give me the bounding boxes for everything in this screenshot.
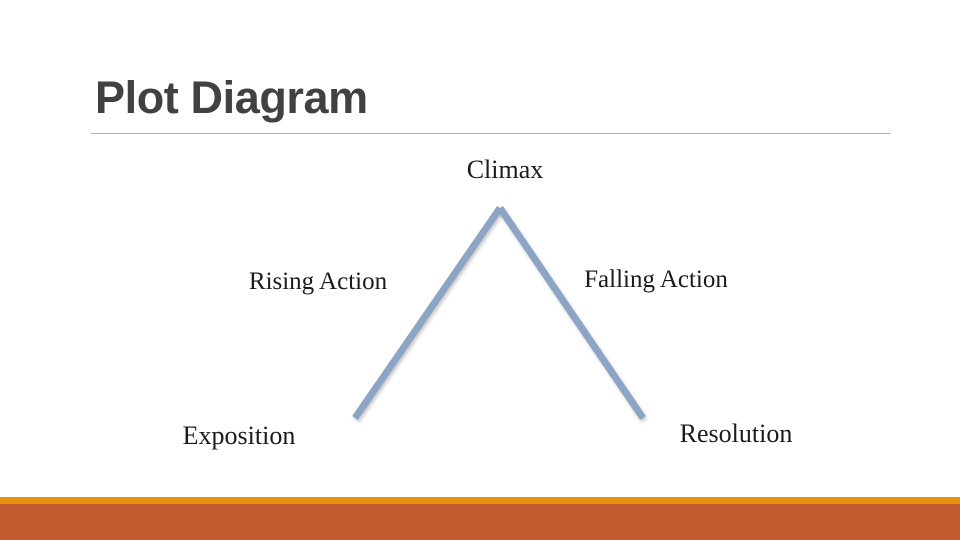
arc-segment-rising-action	[352, 206, 503, 420]
arc-segment-falling-action	[497, 206, 646, 420]
page-title: Plot Diagram	[95, 72, 368, 123]
label-falling-action: Falling Action	[584, 266, 728, 293]
label-climax: Climax	[466, 155, 544, 184]
plot-diagram: Climax Rising Action Falling Action Expo…	[0, 140, 960, 490]
title-block: Plot Diagram	[0, 0, 960, 140]
label-rising-action: Rising Action	[248, 268, 388, 295]
title-underline-rule	[91, 133, 891, 134]
label-resolution: Resolution	[679, 419, 793, 448]
accent-band-orange	[0, 497, 960, 504]
accent-band-terracotta	[0, 504, 960, 540]
plot-arc-graphic	[148, 206, 835, 422]
label-exposition: Exposition	[182, 421, 296, 450]
